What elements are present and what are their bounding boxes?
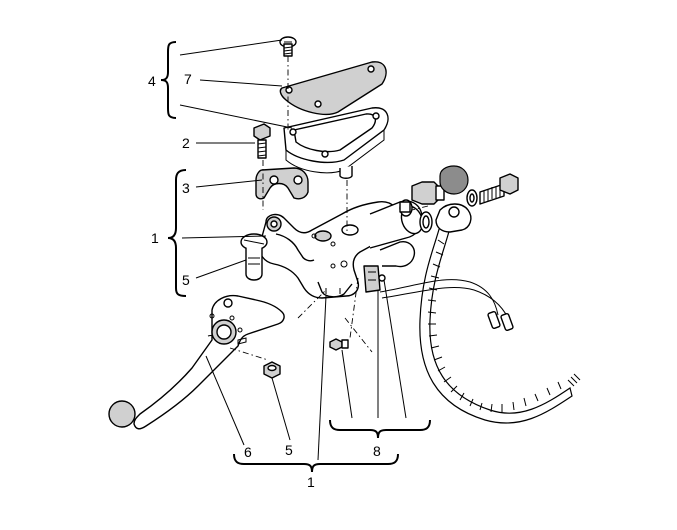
callout-4: 4 xyxy=(148,73,156,89)
callout-5-left: 5 xyxy=(182,272,190,288)
callout-1-bottom: 1 xyxy=(307,474,315,490)
callout-2: 2 xyxy=(182,135,190,151)
callout-3: 3 xyxy=(182,180,190,196)
group-braces xyxy=(160,41,431,473)
leader-lines xyxy=(179,39,407,461)
banjo-assembly xyxy=(399,165,519,233)
reservoir-cover xyxy=(279,61,387,116)
handlebar-clamp xyxy=(255,167,309,200)
brake-hose xyxy=(419,217,581,424)
callout-labels: 4 7 2 3 1 5 6 5 8 1 xyxy=(148,71,381,490)
callout-8: 8 xyxy=(373,443,381,459)
lever-pivot-pin xyxy=(240,233,268,281)
switch-wires xyxy=(379,279,514,332)
callout-1-left: 1 xyxy=(151,230,159,246)
reservoir xyxy=(283,107,389,179)
brake-light-switch xyxy=(363,265,386,293)
clamp-screw xyxy=(253,123,271,159)
alignment-lines xyxy=(229,56,429,361)
reservoir-cover-screw xyxy=(279,36,297,57)
switch-screw xyxy=(329,338,349,351)
callout-7: 7 xyxy=(184,71,192,87)
callout-5-bottom: 5 xyxy=(285,442,293,458)
pivot-nut xyxy=(263,361,281,379)
callout-6: 6 xyxy=(244,444,252,460)
brake-lever xyxy=(108,294,285,430)
master-cylinder-body xyxy=(258,200,424,299)
